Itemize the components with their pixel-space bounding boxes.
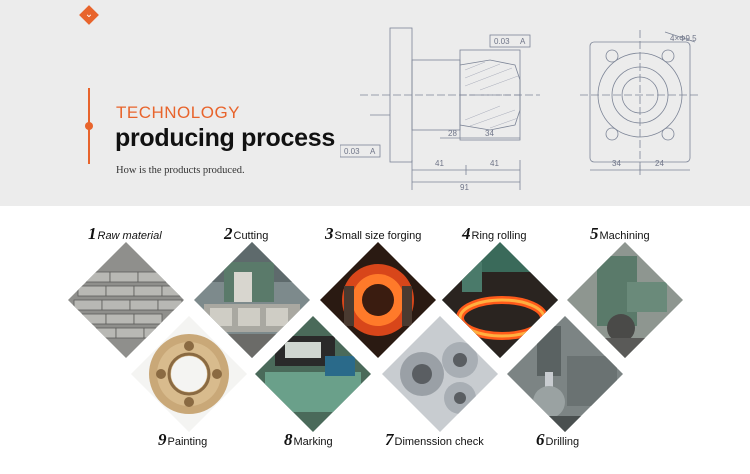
step-9-label: 9Painting xyxy=(158,430,208,449)
dimension-34-front: 34 xyxy=(612,159,621,168)
step-6-label: 6Drilling xyxy=(536,430,580,449)
step-8-label: 8Marking xyxy=(284,430,333,449)
technical-drawing: 0.03 A 0.03 A 41 41 91 28 34 34 24 4×Φ9.… xyxy=(340,27,700,192)
tolerance-ref-1: A xyxy=(520,37,526,46)
dimension-91: 91 xyxy=(460,183,469,192)
dimension-34-side: 34 xyxy=(485,129,494,138)
tolerance-label-1: 0.03 xyxy=(494,37,510,46)
dimension-24: 24 xyxy=(655,159,664,168)
step-5-label: 5Machining xyxy=(590,224,650,243)
section-subtitle: How is the products produced. xyxy=(116,165,245,176)
step-1-label: 1Raw material xyxy=(88,224,162,243)
section-eyebrow: TECHNOLOGY xyxy=(116,103,241,122)
step-2-label: 2Cutting xyxy=(224,224,269,243)
chevron-down-icon: ⌄ xyxy=(84,9,94,20)
step-3-label: 3Small size forging xyxy=(325,224,422,243)
tolerance-ref-2: A xyxy=(370,147,376,156)
dimension-28: 28 xyxy=(448,129,457,138)
dimension-41-left: 41 xyxy=(435,159,444,168)
accent-dot xyxy=(85,122,93,130)
dimension-41-right: 41 xyxy=(490,159,499,168)
header-banner: ⌄ TECHNOLOGY producing process How is th… xyxy=(0,0,750,206)
step-4-label: 4Ring rolling xyxy=(462,224,527,243)
step-7-label: 7Dimenssion check xyxy=(385,430,484,449)
hole-callout: 4×Φ9.5 xyxy=(670,34,697,43)
section-title: producing process xyxy=(115,124,335,152)
tolerance-label-2: 0.03 xyxy=(344,147,360,156)
